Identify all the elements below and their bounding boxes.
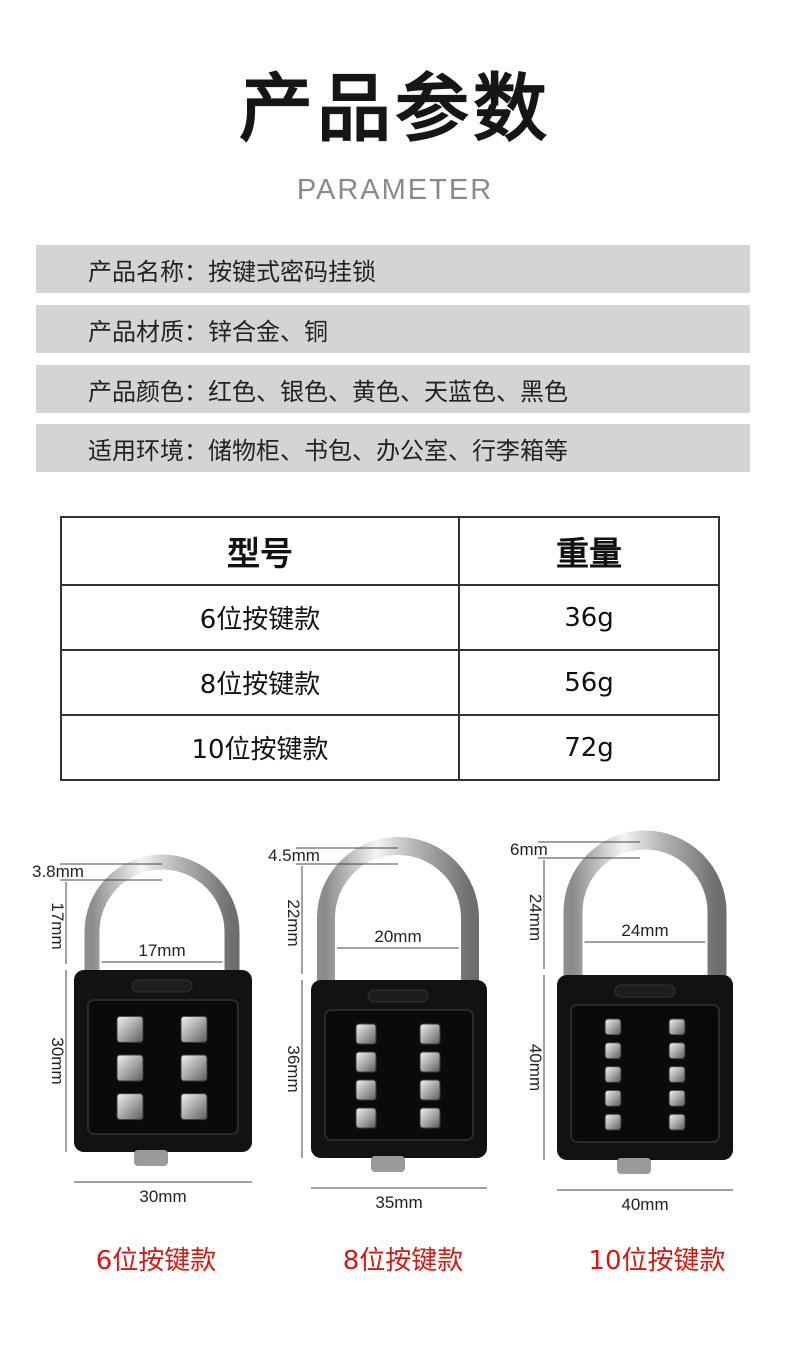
button-panel <box>87 999 239 1135</box>
cell-model: 8位按键款 <box>60 649 460 716</box>
param-row-environment: 适用环境：储物柜、书包、办公室、行李箱等 <box>36 424 752 472</box>
reset-slot <box>614 984 676 998</box>
button-panel <box>324 1009 474 1141</box>
cell-weight: 36g <box>458 584 720 651</box>
latch <box>617 1158 651 1174</box>
key-button <box>604 1089 622 1107</box>
key-button <box>668 1113 686 1131</box>
key-button <box>668 1066 686 1083</box>
param-text: 产品材质：锌合金、铜 <box>88 317 328 346</box>
key-button <box>604 1042 622 1060</box>
key-button <box>116 1015 144 1043</box>
key-button <box>668 1018 686 1036</box>
dimension-label: 24mm <box>621 921 668 940</box>
dimension-label: 30mm <box>48 1037 67 1084</box>
key-button <box>355 1079 377 1101</box>
key-button <box>604 1018 622 1036</box>
key-button <box>604 1113 622 1131</box>
param-row-name: 产品名称：按键式密码挂锁 <box>36 245 752 293</box>
table-row: 6位按键款 36g <box>60 584 720 651</box>
dimension-label: 40mm <box>621 1195 668 1214</box>
dimension-label: 36mm <box>284 1045 303 1092</box>
key-button <box>116 1054 144 1082</box>
page-title: 产品参数 <box>239 66 551 152</box>
key-button <box>180 1093 208 1121</box>
dimension-label: 35mm <box>375 1193 422 1212</box>
cell-model: 10位按键款 <box>60 714 460 781</box>
caption-8-button: 8位按键款 <box>342 1246 464 1276</box>
key-button <box>116 1093 144 1121</box>
key-button <box>180 1054 208 1082</box>
dimension-label: 30mm <box>139 1187 186 1206</box>
dimension-label: 6mm <box>510 840 548 859</box>
dimension-label: 17mm <box>138 941 185 960</box>
key-button <box>355 1107 377 1129</box>
header-weight: 重量 <box>458 516 720 586</box>
key-button <box>180 1015 208 1043</box>
key-button <box>419 1051 441 1073</box>
param-text: 产品名称：按键式密码挂锁 <box>88 257 376 286</box>
key-button <box>419 1023 441 1045</box>
key-button <box>668 1042 686 1060</box>
cell-weight: 56g <box>458 649 720 716</box>
key-button <box>419 1107 441 1129</box>
shackle <box>317 837 479 986</box>
key-button <box>419 1079 441 1101</box>
dimension-label: 22mm <box>284 899 303 946</box>
page-subtitle: PARAMETER <box>296 174 494 206</box>
key-button <box>668 1089 686 1107</box>
dimension-label: 20mm <box>374 927 421 946</box>
caption-10-button: 10位按键款 <box>588 1246 726 1276</box>
reset-slot <box>367 989 429 1003</box>
param-text: 产品颜色：红色、银色、黄色、天蓝色、黑色 <box>88 377 568 406</box>
dimension-label: 3.8mm <box>32 862 84 881</box>
cell-model: 6位按键款 <box>60 584 460 651</box>
key-button <box>604 1066 622 1083</box>
reset-slot <box>131 979 193 993</box>
header-model: 型号 <box>60 516 460 586</box>
param-row-color: 产品颜色：红色、银色、黄色、天蓝色、黑色 <box>36 365 752 413</box>
cell-weight: 72g <box>458 714 720 781</box>
caption-6-button: 6位按键款 <box>95 1246 217 1276</box>
lock-illustrations: 17mm 30mm 30mm 17mm 3.8mm 20mm 35mm 36mm 22mm 4.5… <box>32 830 733 1214</box>
shackle <box>84 854 240 976</box>
dimension-label: 17mm <box>48 902 67 949</box>
latch <box>371 1156 405 1172</box>
table-row: 10位按键款 72g <box>60 714 720 781</box>
key-button <box>355 1051 377 1073</box>
param-row-material: 产品材质：锌合金、铜 <box>36 305 752 353</box>
dimension-label: 24mm <box>526 894 545 941</box>
dimension-label: 4.5mm <box>268 846 320 865</box>
latch <box>134 1150 168 1166</box>
button-panel <box>570 1004 720 1143</box>
table-header-row: 型号 重量 <box>60 516 720 586</box>
table-row: 8位按键款 56g <box>60 649 720 716</box>
key-button <box>355 1023 377 1045</box>
param-text: 适用环境：储物柜、书包、办公室、行李箱等 <box>88 436 568 465</box>
spec-table: 型号 重量 6位按键款 36g 8位按键款 56g 10位按键款 72g <box>60 516 720 781</box>
shackle <box>563 830 727 981</box>
dimension-label: 40mm <box>526 1044 545 1091</box>
